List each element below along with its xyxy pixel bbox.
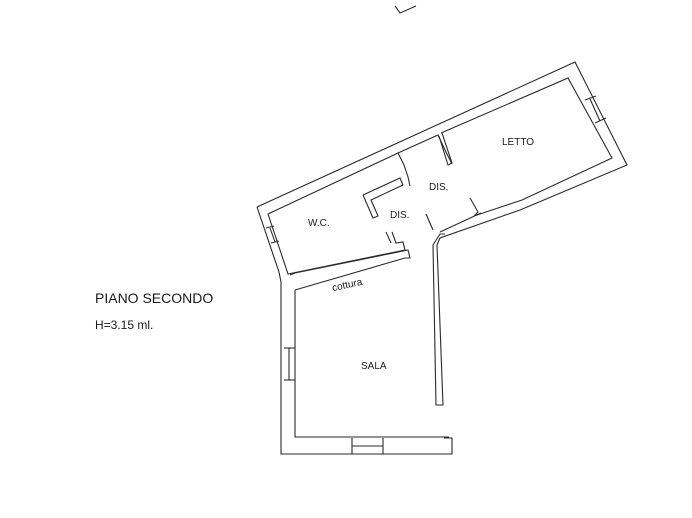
room-label-wc: W.C. [308, 218, 330, 229]
room-label-letto: LETTO [502, 137, 535, 148]
room-label-sala: SALA [361, 361, 387, 372]
room-label-dis-lower: DIS. [390, 210, 410, 221]
ceiling-height-note: H=3.15 ml. [95, 318, 154, 332]
room-label-dis-upper: DIS. [429, 182, 449, 193]
floor-title: PIANO SECONDO [95, 290, 214, 306]
